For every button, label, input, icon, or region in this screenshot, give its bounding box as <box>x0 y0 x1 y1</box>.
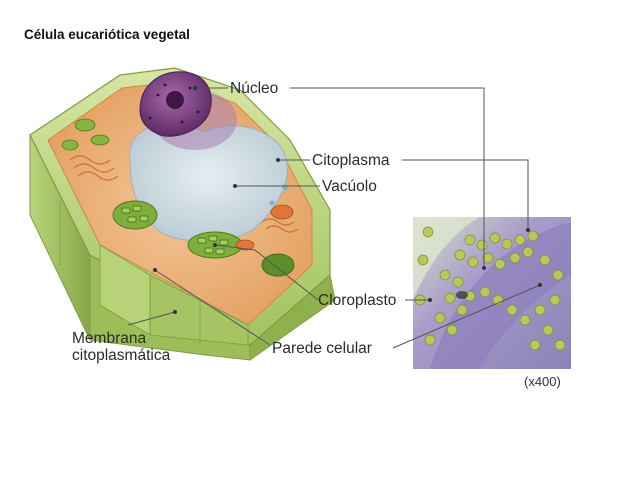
label-membrana-line2: citoplasmática <box>72 347 171 364</box>
plant-cell-illustration <box>29 67 336 361</box>
page-title: Célula eucariótica vegetal <box>24 27 190 42</box>
leader-lines <box>127 86 542 349</box>
label-parede-celular: Parede celular <box>272 340 372 357</box>
nucleus-illustration <box>139 71 237 150</box>
micrograph-magnification: (x400) <box>524 374 561 389</box>
micrograph-image <box>413 217 571 369</box>
label-nucleo: Núcleo <box>230 80 278 97</box>
label-cloroplasto: Cloroplasto <box>318 292 396 309</box>
label-vacuolo: Vacúolo <box>322 178 377 195</box>
label-membrana-line1: Membrana <box>72 330 146 347</box>
label-citoplasma: Citoplasma <box>312 152 390 169</box>
